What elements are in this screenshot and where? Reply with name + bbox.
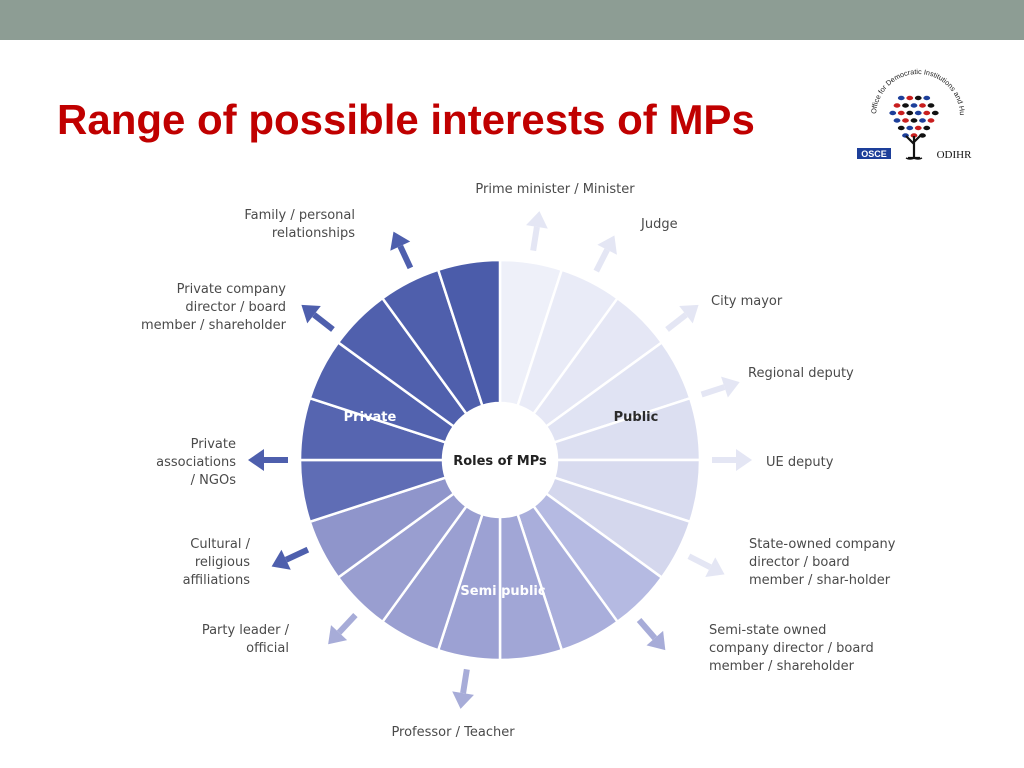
role-arrow-icon	[390, 231, 414, 270]
sector-label-private: Private	[344, 410, 397, 425]
odihr-text: ODIHR	[937, 149, 972, 161]
wheel-sectors	[298, 258, 702, 662]
role-arrow-icon	[636, 618, 666, 651]
slide-title: Range of possible interests of MPs	[57, 96, 755, 143]
role-label: UE deputy	[766, 455, 834, 470]
role-arrow-icon	[593, 235, 617, 273]
center-label: Roles of MPs	[453, 454, 547, 469]
role-arrow-icon	[526, 211, 548, 252]
role-arrow-icon	[665, 304, 699, 332]
wheel-arrows	[248, 211, 752, 709]
role-arrow-icon	[687, 553, 725, 577]
role-arrow-icon	[700, 376, 740, 398]
logo-tree-icon	[889, 95, 939, 160]
sector-label-public: Public	[614, 410, 659, 425]
role-arrow-icon	[271, 546, 310, 570]
osce-text: OSCE	[861, 149, 887, 159]
role-arrow-icon	[452, 668, 474, 709]
role-arrow-icon	[301, 304, 335, 332]
sector-label-semi-public: Semi public	[460, 584, 545, 599]
center-circle	[443, 403, 557, 517]
role-arrow-icon	[248, 449, 288, 471]
role-label: Judge	[640, 217, 678, 232]
role-arrow-icon	[712, 449, 752, 471]
role-arrow-icon	[328, 613, 358, 645]
osce-odihr-logo: Office for Democratic Institutions and H…	[852, 64, 972, 161]
role-label: Party leader /official	[202, 623, 290, 656]
osce-badge	[857, 148, 891, 159]
role-label: Professor / Teacher	[391, 725, 515, 740]
top-banner	[0, 0, 1024, 40]
role-label: City mayor	[711, 294, 783, 309]
role-label: Prime minister / Minister	[475, 182, 635, 197]
role-label: Regional deputy	[748, 366, 854, 381]
